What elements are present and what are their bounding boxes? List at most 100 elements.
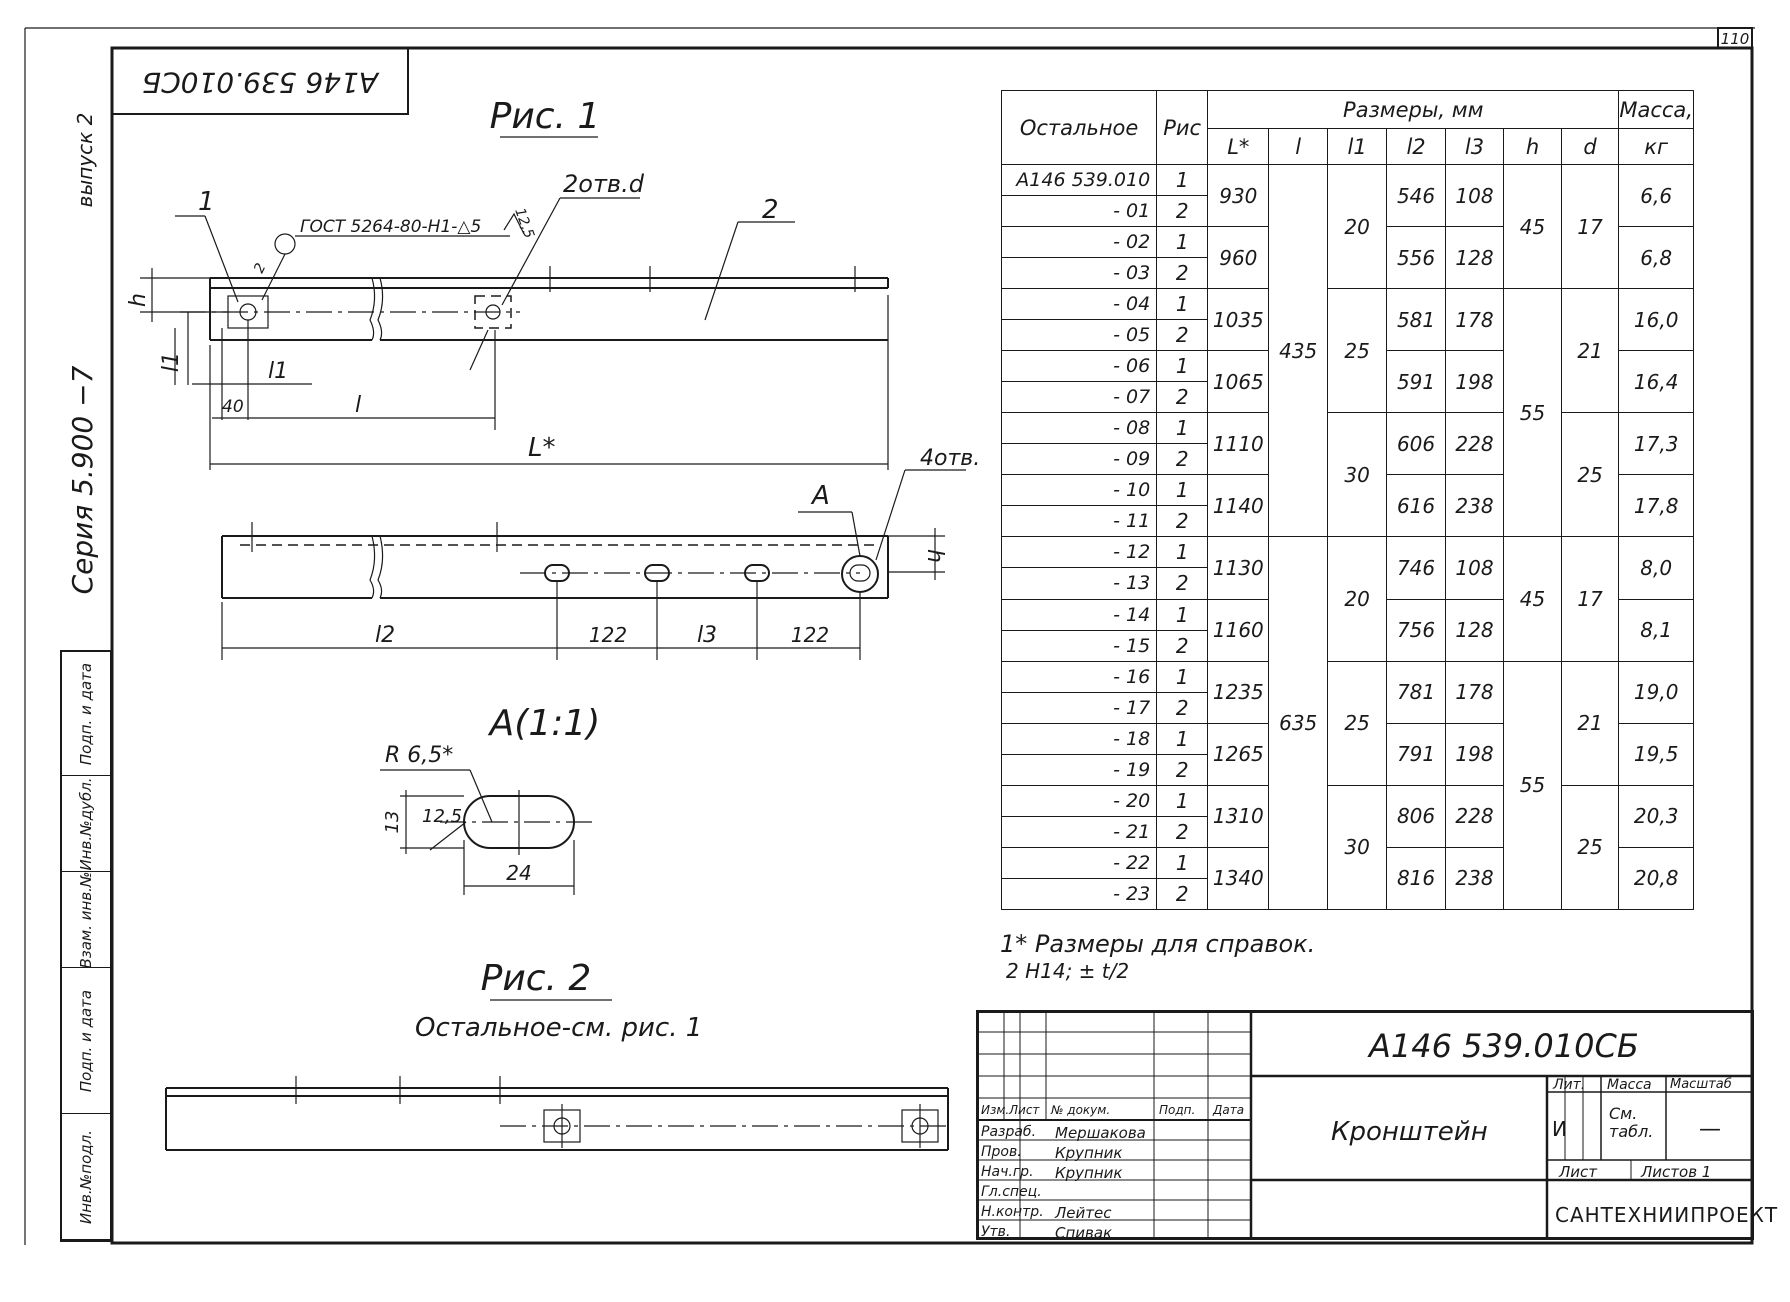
title-block-grid (976, 1010, 1754, 1240)
tb-signer-name: Мершакова (1055, 1124, 1146, 1142)
cell-fig: 2 (1156, 691, 1209, 724)
sheet-number: 110 (1721, 30, 1750, 48)
cell-mass: 6,8 (1618, 226, 1694, 290)
tb-role: Разраб. (981, 1124, 1037, 1140)
cell-mass: 19,0 (1618, 660, 1694, 724)
cell-designation: - 17 (1000, 691, 1158, 724)
cell-l3: 128 (1444, 598, 1505, 662)
cell-d: 25 (1560, 784, 1620, 911)
issue-label: выпуск 2 (73, 113, 97, 208)
cell-fig: 1 (1156, 288, 1209, 321)
cell-designation: - 11 (1000, 505, 1158, 538)
tb-col-header: Лист (1009, 1103, 1040, 1117)
tb-signer-name: Лейтес (1055, 1204, 1112, 1222)
tb-signer-name: Крупник (1055, 1144, 1123, 1162)
tb-sheets-label: Листов 1 (1641, 1163, 1712, 1181)
tb-org: САНТЕХНИИПРОЕКТ (1555, 1203, 1779, 1227)
cell-designation: - 23 (1000, 877, 1158, 911)
header-col: l3 (1444, 128, 1505, 166)
cell-d: 21 (1560, 660, 1620, 786)
cell-fig: 2 (1156, 877, 1209, 911)
cell-l1: 30 (1326, 412, 1388, 538)
fig1-weld-note: ГОСТ 5264-80-Н1-△5 (300, 217, 481, 237)
cell-l3: 108 (1444, 536, 1505, 600)
fig1-dim-L: L* (528, 433, 556, 463)
header-col: l (1268, 128, 1328, 166)
cell-l3: 178 (1444, 288, 1505, 352)
header-col: h (1503, 128, 1562, 166)
cell-l2: 581 (1386, 288, 1446, 352)
tb-signer-name: Спивак (1055, 1224, 1113, 1242)
cell-fig: 2 (1156, 195, 1209, 228)
cell-fig: 2 (1156, 505, 1209, 538)
fig1-bar-top (180, 266, 889, 341)
cell-h: 55 (1503, 660, 1562, 911)
cell-l3: 228 (1444, 412, 1505, 476)
cell-l1: 20 (1326, 536, 1388, 662)
series-label: Серия 5.900 −7 (66, 365, 99, 594)
cell-l1: 25 (1326, 660, 1388, 786)
cell-mass: 20,8 (1618, 846, 1694, 911)
cell-fig: 2 (1156, 381, 1209, 414)
header-col: l1 (1326, 128, 1388, 166)
detail-a-dim-13: 13 (382, 811, 403, 834)
tb-code: А146 539.010СБ (1369, 1027, 1639, 1065)
fig1-weld-leg: 2 (251, 261, 269, 276)
cell-designation: - 20 (1000, 784, 1158, 817)
cell-L: 1130 (1207, 536, 1270, 600)
cell-mass: 8,1 (1618, 598, 1694, 662)
cell-l1: 30 (1326, 784, 1388, 911)
cell-designation: - 14 (1000, 598, 1158, 631)
cell-L: 960 (1207, 226, 1270, 290)
fig1-roughness: 12,5 (511, 206, 537, 241)
cell-l2: 616 (1386, 474, 1446, 538)
fig1-callout-2: 2 (762, 195, 779, 225)
cell-designation: - 02 (1000, 226, 1158, 259)
cell-designation: - 15 (1000, 629, 1158, 662)
cell-l2: 606 (1386, 412, 1446, 476)
cell-designation: - 10 (1000, 474, 1158, 507)
cell-l2: 591 (1386, 350, 1446, 414)
fig1-dim-122a: 122 (589, 623, 627, 647)
cell-l3: 128 (1444, 226, 1505, 290)
cell-L: 1160 (1207, 598, 1270, 662)
cell-designation: - 01 (1000, 195, 1158, 228)
cell-l: 435 (1268, 164, 1328, 538)
side-stamp-label: Подп. и дата (77, 989, 95, 1092)
cell-mass: 19,5 (1618, 722, 1694, 786)
cell-l3: 238 (1444, 474, 1505, 538)
cell-l1: 20 (1326, 164, 1388, 290)
side-stamp-label: Инв.№подл. (77, 1129, 95, 1224)
side-stamp-cell: Подп. и дата (62, 652, 110, 776)
tb-col-header: Дата (1213, 1103, 1245, 1117)
fig1: Рис. 1 (126, 96, 980, 660)
cell-designation: - 16 (1000, 660, 1158, 693)
tb-scale-value: — (1699, 1117, 1721, 1142)
note-1: 1* Размеры для справок. (1000, 930, 1315, 958)
cell-designation: - 18 (1000, 722, 1158, 755)
tb-role: Утв. (981, 1224, 1011, 1240)
tb-name: Кронштейн (1331, 1117, 1488, 1147)
cell-l3: 198 (1444, 350, 1505, 414)
cell-fig: 1 (1156, 164, 1209, 197)
fig1-dim-h2: h (922, 549, 947, 563)
cell-d: 21 (1560, 288, 1620, 414)
side-stamp-cell: Инв.№дубл. (62, 776, 110, 872)
cell-L: 1340 (1207, 846, 1270, 911)
rotated-stamp-code: А146 539.010СБ (142, 66, 380, 99)
side-stamp-cell: Взам. инв.№ (62, 872, 110, 968)
cell-l3: 228 (1444, 784, 1505, 848)
side-stamp-label: Инв.№дубл. (77, 776, 95, 871)
cell-L: 930 (1207, 164, 1270, 228)
